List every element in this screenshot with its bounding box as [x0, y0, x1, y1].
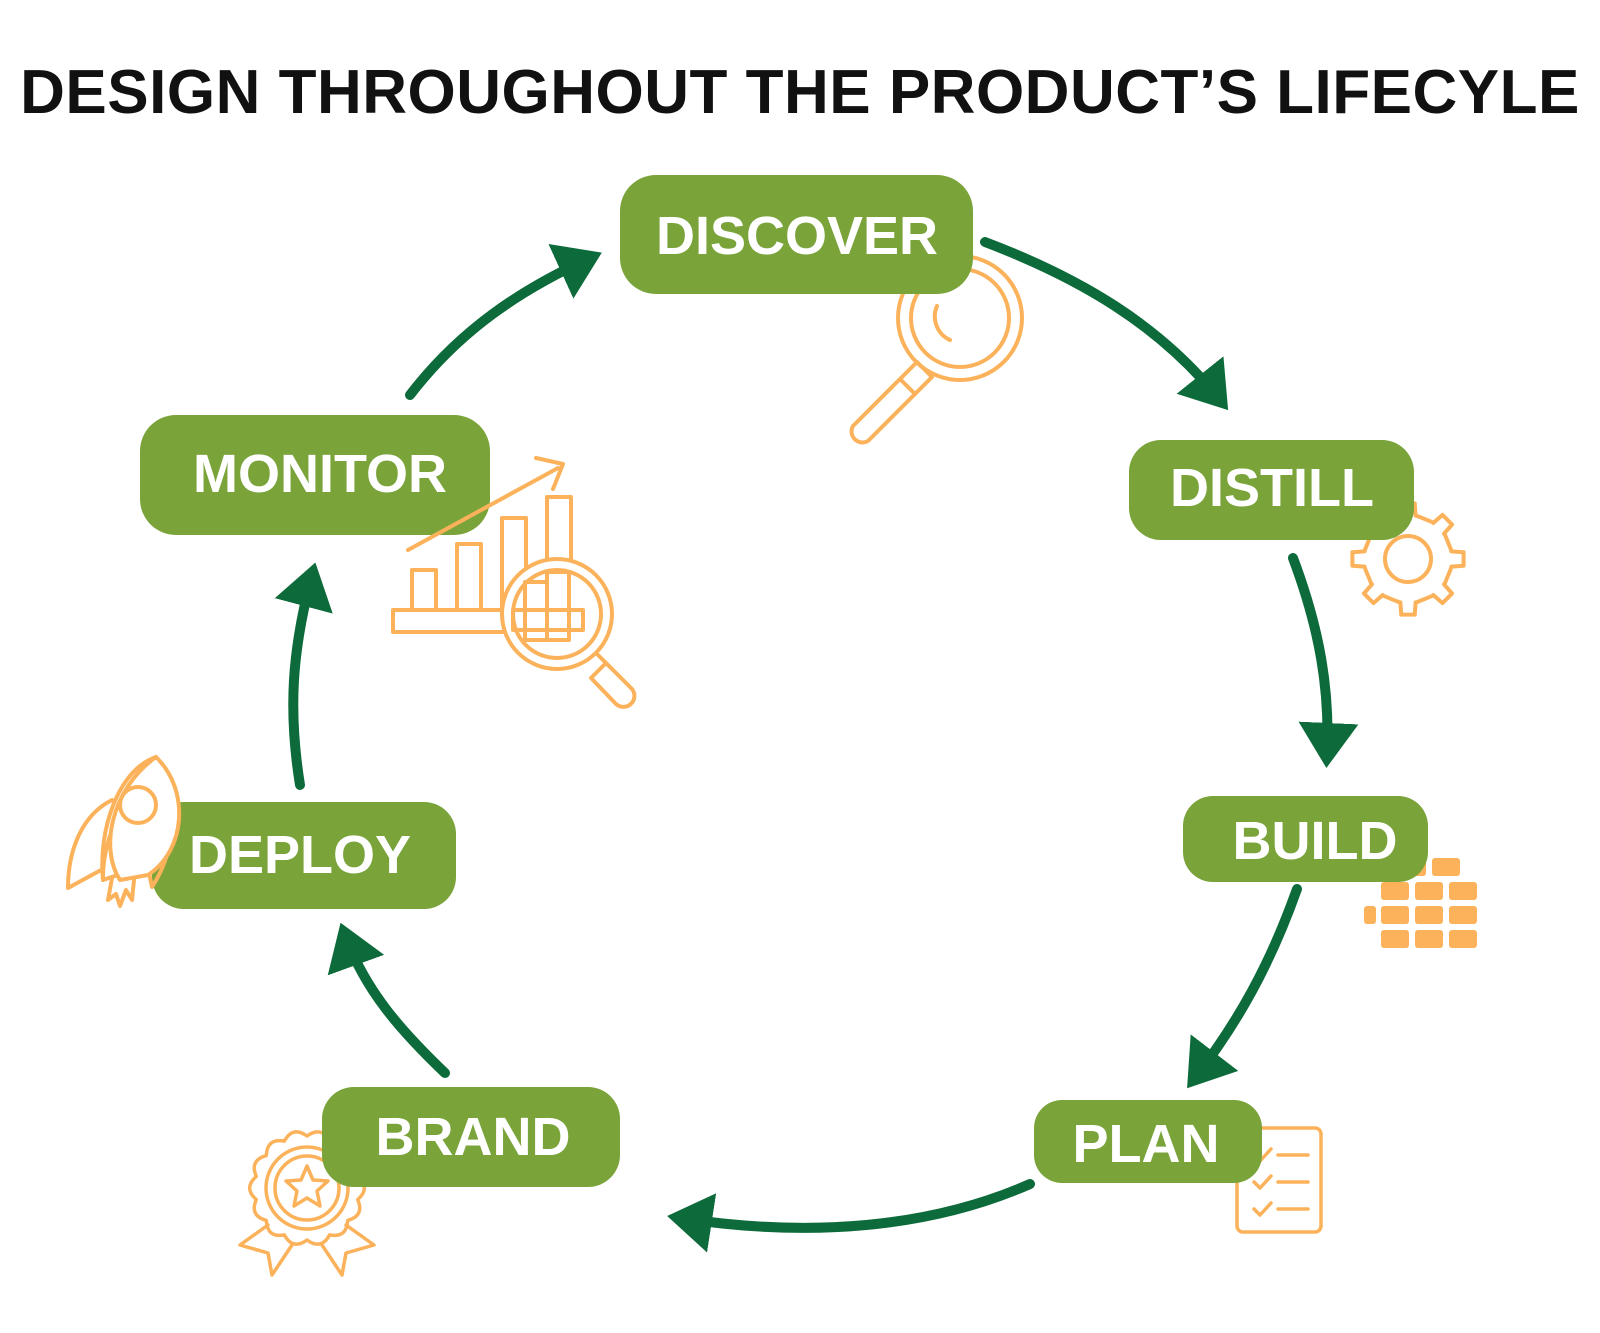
stage-brand: BRAND	[322, 1087, 620, 1187]
stage-label: DISCOVER	[656, 206, 938, 266]
stage-build: BUILD	[1183, 796, 1428, 882]
stage-pill	[1183, 796, 1428, 882]
stage-label: PLAN	[1073, 1114, 1220, 1174]
arrow-build-to-plan	[1187, 884, 1302, 1089]
stage-pill	[620, 175, 973, 294]
arrow-deploy-to-monitor	[274, 562, 333, 790]
stage-label: BRAND	[376, 1107, 571, 1167]
stage-label: DEPLOY	[189, 825, 411, 885]
stage-pill	[1034, 1100, 1262, 1183]
award-badge-icon	[238, 1130, 376, 1277]
arrow-discover-to-distill	[980, 237, 1229, 411]
arrow-monitor-to-discover	[405, 244, 602, 400]
stage-discover: DISCOVER	[620, 175, 973, 294]
stage-label: BUILD	[1233, 811, 1398, 871]
stage-distill: DISTILL	[1129, 440, 1414, 540]
gear-icon	[1350, 501, 1466, 617]
stage-monitor: MONITOR	[140, 415, 490, 535]
stage-label: DISTILL	[1170, 458, 1374, 518]
analytics-chart-icon	[391, 456, 637, 709]
stage-pill	[140, 415, 490, 535]
arrow-distill-to-build	[1288, 553, 1359, 768]
arrow-plan-to-brand	[667, 1179, 1035, 1253]
arrow-brand-to-deploy	[327, 922, 450, 1078]
diagram-title: DESIGN THROUGHOUT THE PRODUCT’S LIFECYLE	[20, 58, 1580, 127]
rocket-icon	[66, 755, 182, 908]
stage-label: MONITOR	[193, 444, 447, 504]
stage-pill	[152, 802, 456, 909]
stage-deploy: DEPLOY	[152, 802, 456, 909]
flow-arrows	[274, 237, 1359, 1253]
stage-pill	[1129, 440, 1414, 540]
stage-plan: PLAN	[1034, 1100, 1262, 1183]
stage-pill	[322, 1087, 620, 1187]
